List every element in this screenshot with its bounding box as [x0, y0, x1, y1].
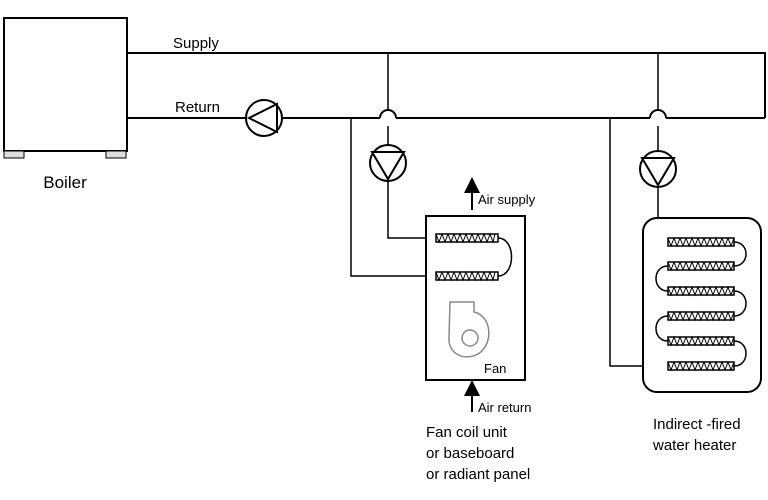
heater-caption-line2: water heater	[652, 437, 736, 454]
coil-fins	[667, 260, 735, 272]
fan-coil-caption-line3: or radiant panel	[426, 466, 530, 483]
boiler-label: Boiler	[43, 173, 87, 192]
heater-caption-line1: Indirect -fired	[653, 416, 741, 433]
boiler	[3, 17, 128, 159]
heater-pump	[639, 150, 677, 188]
return-label: Return	[175, 99, 220, 116]
fan-label: Fan	[484, 361, 506, 376]
water-heater-tank	[642, 217, 762, 393]
coil-fins	[667, 310, 735, 322]
fan-icon	[448, 301, 490, 358]
coil-fins	[667, 236, 735, 248]
main-pump	[245, 99, 283, 137]
fan-coil-supply-line	[387, 53, 432, 239]
heater-supply-line	[657, 53, 668, 243]
air-supply-label: Air supply	[478, 192, 536, 207]
fan-coil-caption-line1: Fan coil unit	[426, 424, 508, 441]
supply-label: Supply	[173, 35, 219, 52]
supply-pipe	[127, 52, 766, 118]
fan-coil-return-line	[350, 118, 432, 277]
coil-fins	[667, 285, 735, 297]
coil-fins	[667, 360, 735, 372]
coil-fins	[667, 335, 735, 347]
air-return-label: Air return	[478, 400, 531, 415]
fan-coil-caption-line2: or baseboard	[426, 445, 514, 462]
return-pipe	[127, 109, 765, 119]
fan-coil-pump	[369, 144, 407, 182]
